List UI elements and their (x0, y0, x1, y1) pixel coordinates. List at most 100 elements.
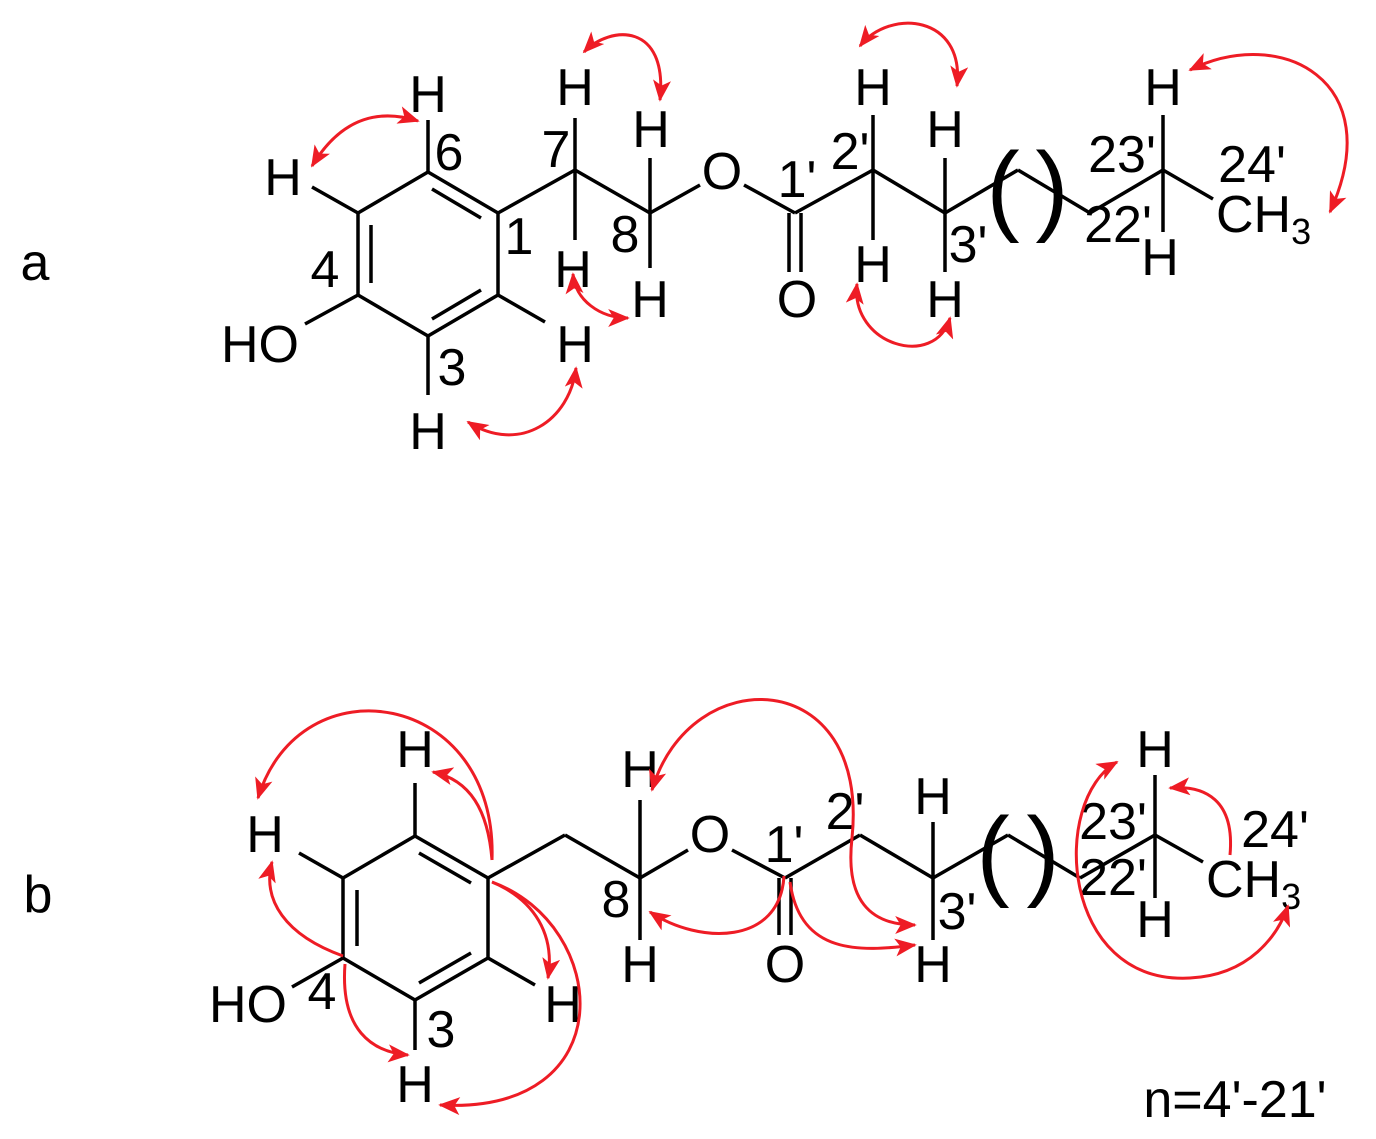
panel-a: a H H HO (21, 21, 1349, 461)
b-locant-4: 4 (308, 963, 337, 1021)
a-locant-8: 8 (611, 206, 640, 264)
b-arrow-c1p-h3p (788, 881, 917, 957)
a-arrow-h7-h8-top (582, 31, 671, 102)
a-locant-22p: 22' (1084, 196, 1152, 254)
a-double-bond-c6-c1 (431, 187, 482, 220)
a-bond-c6-c1 (427, 170, 499, 215)
b-h-c5: H (246, 806, 284, 864)
b-bond-cn-c22p (1007, 833, 1081, 880)
a-bond-c2-c3 (427, 293, 499, 338)
a-repeat-bracket-close: ) (1035, 132, 1068, 244)
b-bond-c8-o (639, 848, 689, 880)
b-bond-c4-oh (291, 956, 344, 989)
a-h-c2: H (556, 316, 594, 374)
b-h-c2: H (544, 976, 582, 1034)
a-h-c23p-bottom: H (1141, 229, 1179, 287)
panel-a-label: a (21, 234, 50, 292)
b-arrow-c1-h5 (255, 709, 494, 861)
b-h-c3p-top: H (914, 768, 952, 826)
a-bond-c3-c4 (357, 293, 429, 338)
a-arrow-h5-h6 (310, 106, 420, 168)
b-h-c3: H (396, 1056, 434, 1114)
a-bond-c8-o (649, 183, 701, 215)
a-h-c5: H (264, 149, 302, 207)
b-h-c8-bottom: H (621, 936, 659, 994)
b-bond-c5-c6 (342, 834, 416, 880)
a-bond-cn-c22p (1017, 168, 1091, 215)
a-arrow-h23p-h24p (1188, 53, 1349, 214)
b-bond-c3-c4 (342, 956, 416, 1002)
a-double-bond-c2-c3 (431, 288, 482, 321)
b-bond-c2-h (487, 956, 536, 987)
b-double-bond-c2-c3 (418, 951, 472, 985)
b-repeat-bracket-open: ( (976, 797, 1009, 909)
b-locant-23p: 23' (1079, 793, 1147, 851)
b-arrow-c24p-h23p (1168, 777, 1233, 856)
a-locant-23p: 23' (1088, 126, 1156, 184)
b-locant-24p: 24' (1241, 801, 1309, 859)
a-bond-c4-oh (304, 293, 359, 326)
a-locant-2p: 2' (831, 123, 870, 181)
a-arrow-h2p-h3p-bottom (845, 282, 954, 348)
b-locant-2p: 2' (826, 783, 865, 841)
b-methyl-ch: CH (1206, 851, 1281, 909)
a-bond-c3p-cn (944, 168, 1019, 215)
b-locant-8: 8 (602, 871, 631, 929)
a-locant-24p: 24' (1218, 136, 1286, 194)
a-h-c7-top: H (556, 59, 594, 117)
a-methyl-ch: CH (1216, 186, 1291, 244)
b-arrow-h23p-h24p (1074, 760, 1291, 980)
a-locant-1p: 1' (778, 151, 817, 209)
b-carbonyl-oxygen: O (765, 936, 805, 994)
b-arrow-c1p-h8-bottom (648, 875, 786, 935)
b-locant-1p: 1' (765, 816, 804, 874)
b-bond-c2-c3 (414, 956, 489, 1002)
a-h-c3p-bottom: H (926, 271, 964, 329)
b-repeat-bracket-close: ) (1026, 797, 1059, 909)
b-locant-3p: 3' (938, 883, 977, 941)
a-bond-o-c1p (743, 183, 796, 215)
a-hydroxyl: HO (221, 316, 299, 374)
a-h-c23p-top: H (1144, 59, 1182, 117)
a-bond-c5-c6 (357, 170, 429, 215)
a-locant-6: 6 (435, 124, 464, 182)
a-methyl-subscript: 3 (1291, 211, 1311, 252)
a-arrow-h2p-h3p-top (858, 21, 969, 88)
a-bond-c5-h (311, 185, 359, 215)
b-bond-c5-h (298, 851, 344, 880)
a-arrow-h7-h8-bottom (565, 272, 630, 327)
a-bond-c2-h (497, 293, 546, 324)
b-h-c6: H (396, 721, 434, 779)
a-h-c3p-top: H (926, 101, 964, 159)
b-double-bond-c6-c1 (418, 851, 472, 885)
b-arrow-c1-h6 (431, 767, 494, 861)
b-arrow-c4-h3 (343, 963, 410, 1063)
a-locant-7: 7 (542, 121, 571, 179)
b-bond-c1-c7 (487, 833, 566, 880)
a-h-c8-top: H (632, 101, 670, 159)
b-h-c3p-bottom: H (914, 936, 952, 994)
b-bond-c7-c8 (564, 833, 641, 880)
a-locant-4: 4 (311, 241, 340, 299)
panel-b-label: b (24, 866, 53, 924)
a-h-c7-bottom: H (554, 241, 592, 299)
a-locant-3p: 3' (949, 216, 988, 274)
b-locant-3: 3 (427, 1001, 456, 1059)
a-h-c2p-top: H (854, 59, 892, 117)
a-bond-c22p-c23p (1089, 168, 1164, 215)
a-h-c3: H (409, 403, 447, 461)
panel-b: b H H H O H (24, 698, 1309, 1116)
b-bond-c23p-c24p (1154, 833, 1204, 864)
b-arrow-c4-h5 (258, 860, 344, 958)
a-locant-3: 3 (438, 339, 467, 397)
a-h-c6: H (409, 66, 447, 124)
a-locant-1: 1 (505, 208, 534, 266)
a-bond-c1-c7 (497, 168, 576, 215)
b-ester-oxygen: O (690, 806, 730, 864)
a-bond-c1p-c2p (794, 168, 874, 215)
b-locant-22p: 22' (1079, 849, 1147, 907)
a-h-c2p-bottom: H (854, 236, 892, 294)
a-bond-c23p-c24p (1162, 168, 1214, 201)
a-h-c8-bottom: H (631, 271, 669, 329)
